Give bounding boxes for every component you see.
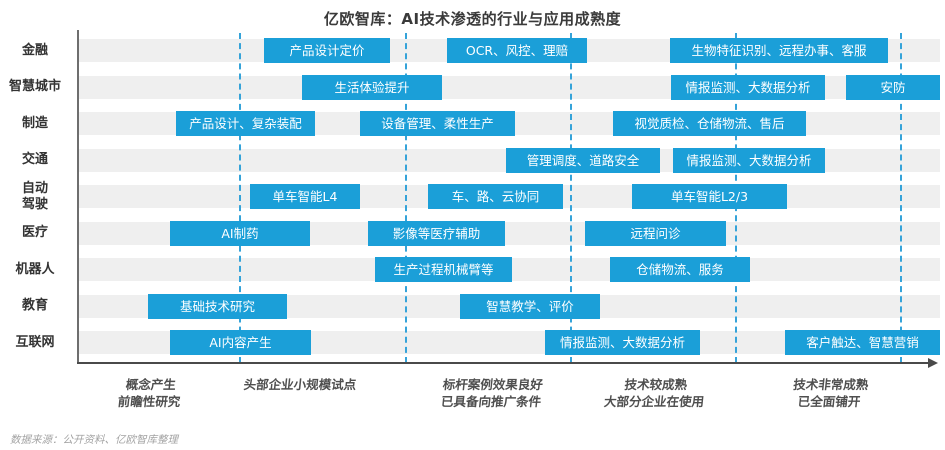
application-box: AI制药 — [170, 220, 310, 246]
industry-label: 机器人 — [15, 261, 55, 277]
application-box: 生物特征识别、远程办事、客服 — [670, 38, 888, 63]
application-box: 安防 — [846, 74, 940, 100]
x-axis-arrowhead — [928, 358, 938, 368]
application-box: AI内容产生 — [170, 330, 311, 355]
application-box: 管理调度、道路安全 — [506, 147, 660, 173]
industry-label: 医疗 — [21, 225, 48, 240]
application-box: 智慧教学、评价 — [460, 293, 600, 319]
application-box: 情报监测、大数据分析 — [671, 74, 825, 100]
industry-label: 智慧城市 — [8, 79, 61, 94]
maturity-stage-label: 头部企业小规模试点 — [242, 377, 358, 392]
application-box: 影像等医疗辅助 — [368, 220, 505, 246]
application-box: 单车智能L2/3 — [632, 184, 787, 209]
application-box: 客户触达、智慧营销 — [785, 330, 940, 355]
application-box: 生活体验提升 — [302, 74, 442, 100]
industry-label: 自动 驾驶 — [21, 180, 48, 212]
application-box: 单车智能L4 — [250, 184, 360, 209]
y-axis-line — [77, 30, 79, 363]
data-source-note: 数据来源：公开资料、亿欧智库整理 — [10, 434, 178, 446]
application-box: OCR、风控、理赔 — [447, 38, 587, 63]
application-box: 视觉质检、仓储物流、售后 — [613, 111, 806, 136]
maturity-stage-label: 概念产生 前瞻性研究 — [117, 377, 182, 409]
chart-title: 亿欧智库：AI技术渗透的行业与应用成熟度 — [323, 10, 622, 28]
application-box: 产品设计、复杂装配 — [176, 111, 315, 136]
application-box: 车、路、云协同 — [428, 184, 563, 209]
stage-boundary-dashed-line — [570, 33, 572, 363]
industry-label: 制造 — [21, 115, 48, 131]
maturity-stage-label: 标杆案例效果良好 已具备向推广条件 — [440, 377, 544, 409]
maturity-stage-label: 技术非常成熟 已全面铺开 — [792, 377, 870, 409]
stage-boundary-dashed-line — [900, 33, 902, 363]
application-box: 产品设计定价 — [264, 38, 390, 63]
industry-label: 金融 — [21, 42, 48, 58]
industry-label: 教育 — [21, 298, 48, 313]
stage-boundary-dashed-line — [239, 33, 241, 363]
industry-label: 交通 — [21, 152, 48, 167]
application-box: 情报监测、大数据分析 — [545, 330, 700, 355]
application-box: 远程问诊 — [585, 220, 726, 246]
application-box: 设备管理、柔性生产 — [360, 111, 515, 136]
maturity-stage-label: 技术较成熟 大部分企业在使用 — [603, 377, 705, 409]
application-box: 基础技术研究 — [148, 293, 287, 319]
x-axis-line — [77, 362, 930, 364]
application-box: 生产过程机械臂等 — [375, 257, 512, 282]
application-box: 情报监测、大数据分析 — [673, 147, 825, 173]
application-box: 仓储物流、服务 — [610, 257, 750, 282]
industry-label: 互联网 — [15, 334, 55, 350]
stage-boundary-dashed-line — [405, 33, 407, 363]
